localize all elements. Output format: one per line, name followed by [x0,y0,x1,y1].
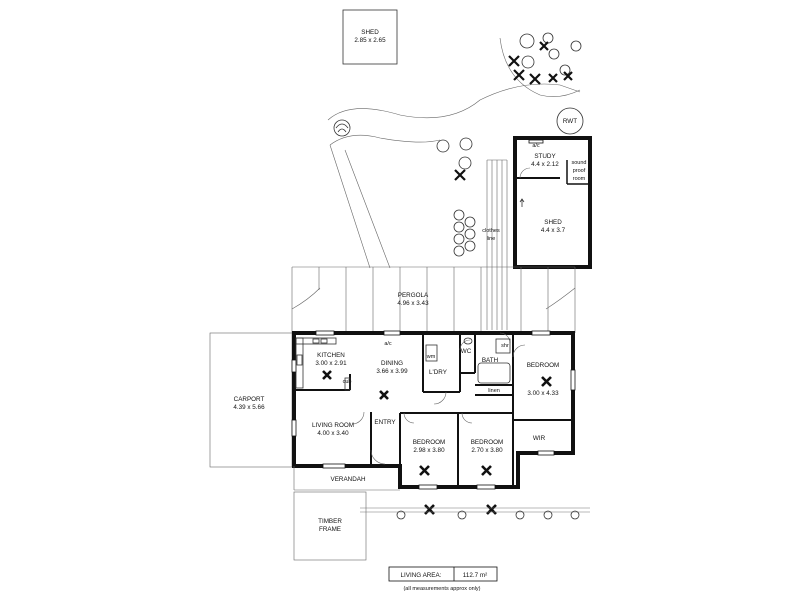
kitchen-size: 3.00 x 2.91 [315,360,347,367]
rwt-label: RWT [563,118,577,125]
windows [291,330,576,490]
clothes-line [486,159,508,330]
living-room-name: LIVING ROOM [312,422,354,429]
carport-size: 4.39 x 5.66 [233,404,265,411]
fence-line [360,507,590,513]
study-ac-label: a/c [532,143,540,149]
study-window [528,139,544,144]
living-area-label: LIVING AREA: [401,572,442,579]
measurement-note: (all measurements approx only) [403,586,480,592]
top-shed-outline [342,9,398,65]
bathroom-fittings [425,337,511,384]
living-room-size: 4.00 x 3.40 [317,430,349,437]
laundry-label: L'DRY [429,369,448,376]
living-area-box [388,566,498,582]
bedroom-2-size: 2.98 x 3.80 [413,447,445,454]
wc-label: WC [461,348,472,355]
bedroom-2-name: BEDROOM [413,439,446,446]
shower-label: shr [501,343,509,349]
entry-label: ENTRY [374,419,396,426]
clothes-line-label-1: clothes [482,228,500,234]
living-area-value: 112.7 m² [463,572,487,579]
study-name: STUDY [534,153,556,160]
pergola-size: 4.96 x 3.43 [397,300,429,307]
ceiling-fans [322,370,552,515]
dining-size: 3.66 x 3.99 [376,368,408,375]
shed-main-size: 4.4 x 3.7 [541,227,566,234]
top-shed-name: SHED [361,29,379,36]
dining-ac-label: a/c [384,341,392,347]
washing-machine-label: wm [426,354,436,360]
sound-proof-label-2: proof [573,168,586,174]
path-edge-upper [327,83,581,121]
garden-plants [333,32,582,257]
path-edge-lower [329,134,441,146]
clothes-line-label-2: line [487,236,496,242]
sound-proof-label-3: room [573,176,586,182]
kitchen-name: KITCHEN [317,352,345,359]
bedroom-3-size: 2.70 x 3.80 [471,447,503,454]
path-right-edge [344,149,391,269]
verandah-label: VERANDAH [331,476,366,483]
study-size: 4.4 x 2.12 [531,161,559,168]
shed-main-name: SHED [544,219,562,226]
top-shed-size: 2.85 x 2.65 [354,37,386,44]
wir-label: WIR [533,435,546,442]
cupboard-label: cub [343,379,352,385]
pergola-structure [291,266,576,333]
pergola-name: PERGOLA [398,292,429,299]
fence-plants [396,510,580,520]
kitchen-fittings [295,337,351,391]
bedroom-main-size: 3.00 x 4.33 [527,390,559,397]
garden-bed-edge [499,37,581,97]
door-swings [351,332,526,465]
carport-name: CARPORT [234,396,265,403]
timber-frame-label-1: TIMBER [318,518,342,525]
garden-star-plants [454,41,573,181]
timber-frame-outline [293,491,367,561]
bedroom-main-name: BEDROOM [527,362,560,369]
bath-label: BATH [482,357,499,364]
rainwater-tank [556,107,584,135]
linen-label: linen [488,388,500,394]
study-door-swing [519,167,531,179]
bedroom-3-name: BEDROOM [471,439,504,446]
path-left-edge [329,144,371,269]
shed-entry-arrow [519,198,525,207]
timber-frame-label-2: FRAME [319,526,341,533]
dining-name: DINING [381,360,403,367]
sound-proof-label-1: sound [572,160,587,166]
interior-walls [294,333,573,487]
